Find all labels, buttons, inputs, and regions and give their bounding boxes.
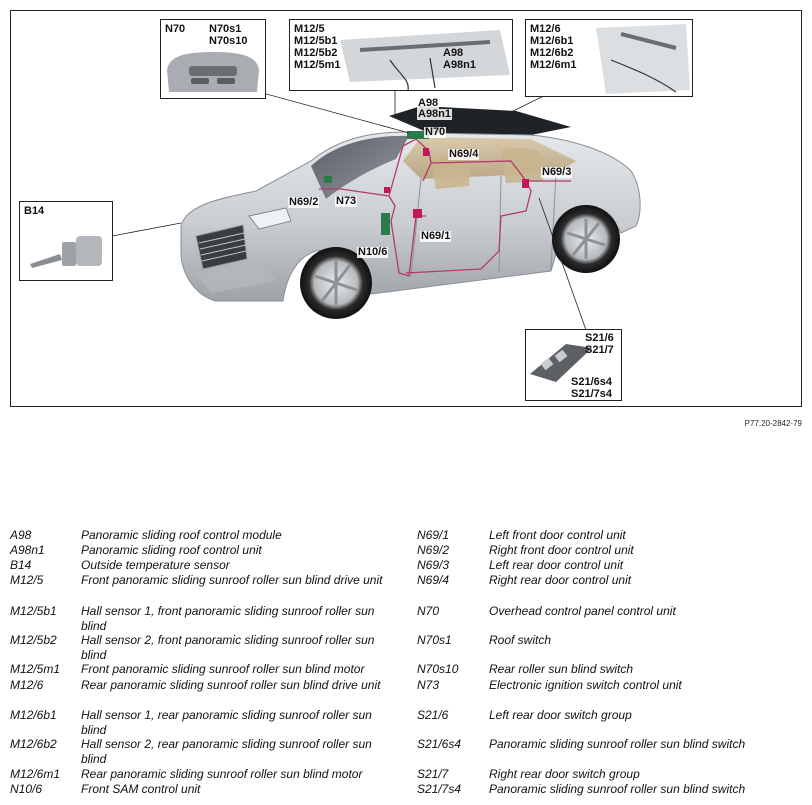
door-switch-group-image	[530, 344, 592, 382]
legend-code: M12/6m1	[10, 767, 61, 781]
inset-label: M12/5b2	[294, 47, 338, 59]
inset-s21-switch-group: S21/6 S21/7 S21/6s4 S21/7s4	[525, 329, 622, 401]
inset-label: M12/6m1	[530, 59, 577, 71]
car-illustration	[111, 84, 641, 331]
legend-desc: Panoramic sliding roof control module	[81, 528, 282, 542]
legend-desc: Left front door control unit	[489, 528, 626, 542]
callout-label: N69/1	[420, 230, 452, 242]
legend-desc: Hall sensor 1, rear panoramic sliding su…	[81, 708, 372, 737]
legend-code: N69/4	[417, 573, 450, 587]
legend-code: B14	[10, 558, 32, 572]
legend-desc: Left rear door control unit	[489, 558, 624, 572]
legend-code: M12/6	[10, 678, 44, 692]
inset-label: M12/5b1	[294, 35, 338, 47]
callout-label: A98	[417, 97, 440, 109]
inset-label: B14	[24, 205, 45, 217]
inset-label: M12/6b2	[530, 47, 574, 59]
legend-code: N70s1	[417, 633, 452, 647]
n70-component	[407, 131, 429, 139]
legend-code: N69/3	[417, 558, 450, 572]
n69-1-component	[413, 209, 422, 218]
legend-code: A98n1	[10, 543, 45, 557]
inset-label: N70s10	[209, 35, 248, 47]
n69-4-component	[423, 148, 429, 156]
legend-desc: Hall sensor 2, front panoramic sliding s…	[81, 633, 375, 662]
legend-desc: Right rear door switch group	[489, 767, 640, 781]
inset-label: M12/6	[530, 23, 561, 35]
legend-desc: Rear panoramic sliding sunroof roller su…	[81, 678, 381, 692]
inset-label: N70s1	[209, 23, 242, 35]
callout-label: N73	[335, 195, 358, 207]
inset-label: S21/6	[585, 332, 614, 344]
callout-label: N10/6	[357, 246, 389, 258]
inset-b14: B14	[19, 201, 113, 281]
n69-3-component	[522, 179, 529, 188]
legend-desc: Panoramic sliding sunroof roller sun bli…	[489, 782, 746, 796]
inset-n70: N70 N70s1 N70s10	[160, 19, 266, 99]
inset-label: M12/6b1	[530, 35, 574, 47]
inset-label: M12/5m1	[294, 59, 341, 71]
headlight	[248, 207, 292, 230]
legend-code: M12/5b2	[10, 633, 57, 647]
legend-code: M12/6b2	[10, 737, 57, 751]
inset-label: S21/7s4	[571, 388, 612, 400]
callout-label: N69/4	[448, 148, 480, 160]
legend-code: S21/6	[417, 708, 449, 722]
inset-front-roof-drive: M12/5 M12/5b1 M12/5b2 M12/5m1 A98 A98n1	[289, 19, 513, 91]
legend-code: M12/6b1	[10, 708, 57, 722]
legend-code: M12/5	[10, 573, 44, 587]
legend-desc: Right front door control unit	[489, 543, 634, 557]
legend-code: A98	[10, 528, 32, 542]
callout-label: N69/2	[288, 196, 320, 208]
legend-code: N70	[417, 604, 440, 618]
front-roof-drive-image	[340, 30, 510, 90]
legend-desc: Front panoramic sliding sunroof roller s…	[81, 662, 365, 676]
inset-label: S21/6s4	[571, 376, 612, 388]
inset-label: M12/5	[294, 23, 325, 35]
legend-code: N69/2	[417, 543, 450, 557]
temperature-sensor-image	[30, 236, 102, 268]
legend-code: M12/5m1	[10, 662, 61, 676]
legend-code: S21/6s4	[417, 737, 462, 751]
legend-desc: Front panoramic sliding sunroof roller s…	[81, 573, 383, 587]
callout-label: N70	[424, 126, 447, 138]
inset-rear-roof-drive: M12/6 M12/6b1 M12/6b2 M12/6m1	[525, 19, 693, 97]
n10-6-component	[381, 213, 390, 235]
figure-id: P77.20-2842-79	[744, 419, 802, 428]
legend-code: N70s10	[417, 662, 459, 676]
legend-desc: Hall sensor 1, front panoramic sliding s…	[81, 604, 375, 633]
legend-desc: Roof switch	[489, 633, 552, 647]
inset-label: N70	[165, 23, 186, 35]
callout-label: N69/3	[541, 166, 573, 178]
inset-label: A98	[443, 47, 464, 59]
legend-desc: Left rear door switch group	[489, 708, 632, 722]
legend-code: N10/6	[10, 782, 43, 796]
wiring-harness	[319, 138, 571, 277]
legend-desc: Panoramic sliding sunroof roller sun bli…	[489, 737, 746, 751]
inset-label: S21/7	[585, 344, 614, 356]
legend-desc: Rear roller sun blind switch	[489, 662, 634, 676]
n73-component	[384, 187, 390, 193]
overhead-panel-image	[167, 52, 259, 92]
legend-code: S21/7s4	[417, 782, 462, 796]
component-location-figure: N70 N70s1 N70s10 M12/5 M12/5b1 M12/5b2 M…	[10, 10, 802, 407]
legend-code: N69/1	[417, 528, 450, 542]
callout-label: A98n1	[417, 108, 453, 120]
legend-desc: Hall sensor 2, rear panoramic sliding su…	[81, 737, 372, 766]
legend-code: M12/5b1	[10, 604, 57, 618]
legend-desc: Right rear door control unit	[489, 573, 632, 587]
legend-desc: Electronic ignition switch control unit	[489, 678, 682, 692]
grille	[195, 224, 248, 270]
n69-2-component	[324, 176, 332, 183]
legend-desc: Outside temperature sensor	[81, 558, 230, 572]
windshield	[311, 135, 409, 199]
legend-code: N73	[417, 678, 440, 692]
legend-code: S21/7	[417, 767, 449, 781]
legend-desc: Rear panoramic sliding sunroof roller su…	[81, 767, 363, 781]
legend-desc: Overhead control panel control unit	[489, 604, 676, 618]
legend-desc: Front SAM control unit	[81, 782, 201, 796]
rear-roof-drive-image	[596, 24, 690, 94]
inset-label: A98n1	[443, 59, 477, 71]
legend-desc: Panoramic sliding roof control unit	[81, 543, 262, 557]
